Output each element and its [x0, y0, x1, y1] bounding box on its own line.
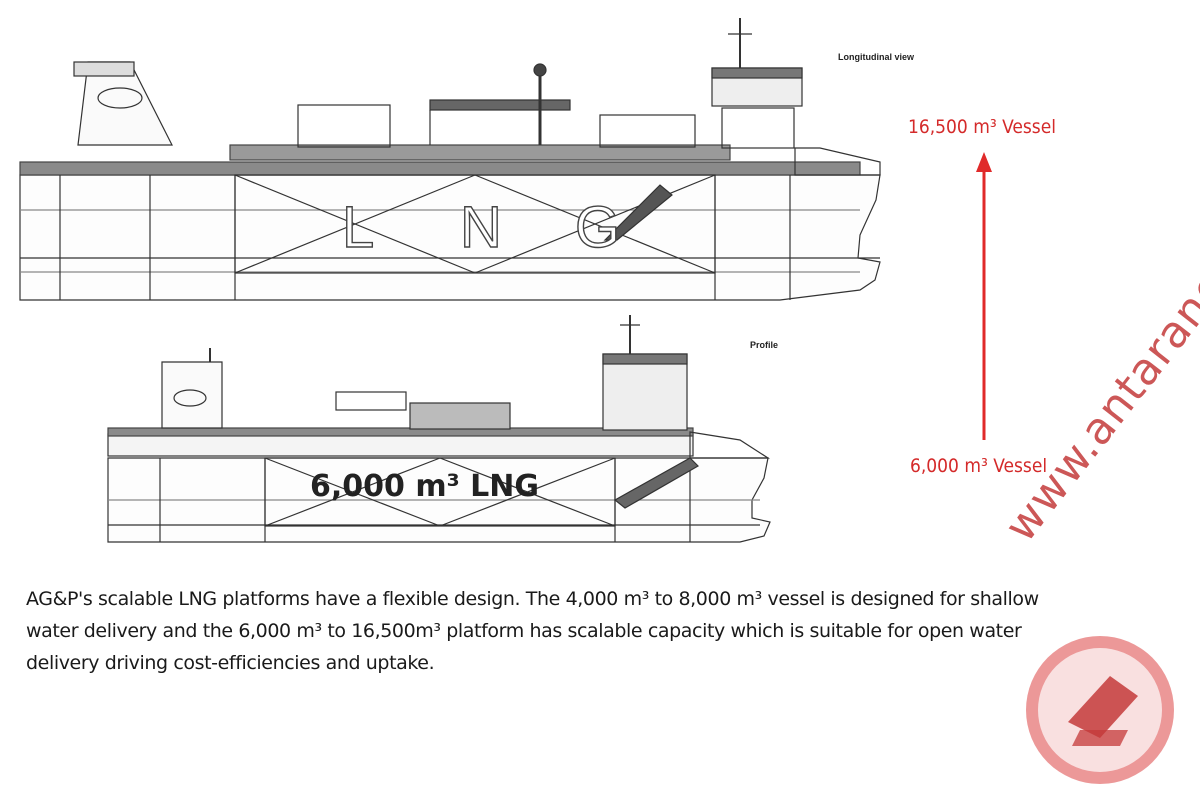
- longitudinal-view-label: Longitudinal view: [838, 52, 914, 62]
- antaranews-logo-icon: [1026, 636, 1174, 784]
- large-vessel-label: 16,500 m³ Vessel: [908, 116, 1056, 138]
- tank-letter-l: L: [342, 195, 374, 260]
- caption-line-1: AG&P's scalable LNG platforms have a fle…: [26, 588, 1039, 610]
- caption-line-3: delivery driving cost-efficiencies and u…: [26, 652, 435, 674]
- small-tank-label: 6,000 m³ LNG: [310, 469, 539, 504]
- tank-letter-n: N: [460, 195, 502, 260]
- profile-view-label: Profile: [750, 340, 779, 350]
- scale-arrow: [976, 152, 992, 440]
- caption-line-2: water delivery and the 6,000 m³ to 16,50…: [26, 620, 1022, 642]
- figure-caption: AG&P's scalable LNG platforms have a fle…: [26, 583, 1146, 679]
- tank-letter-g: G: [575, 195, 620, 260]
- small-vessel-label: 6,000 m³ Vessel: [910, 455, 1048, 477]
